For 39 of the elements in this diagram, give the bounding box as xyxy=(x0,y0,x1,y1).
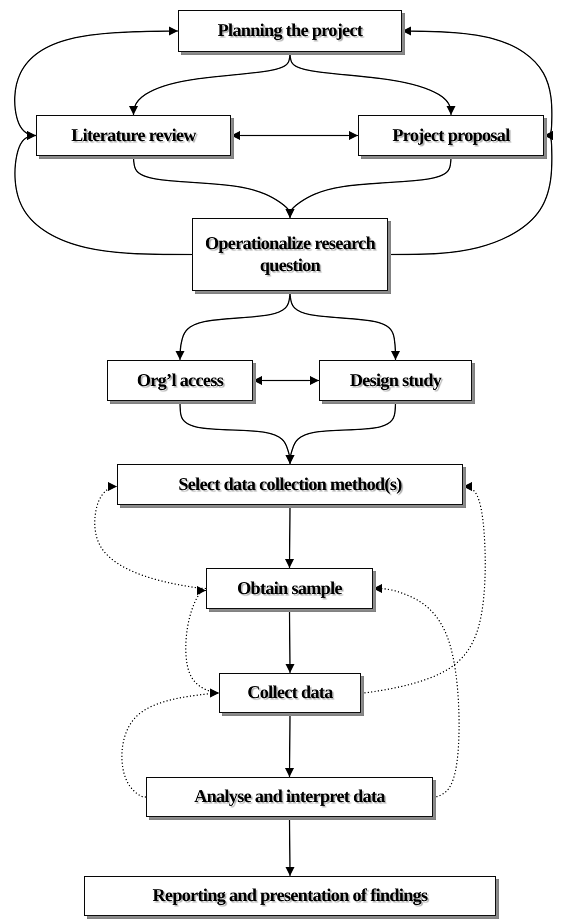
arrow xyxy=(286,156,452,218)
process-box xyxy=(319,360,472,401)
process-box xyxy=(36,115,231,156)
arrow xyxy=(231,131,358,140)
dotted-arrow xyxy=(94,482,206,590)
box-label: Reporting and presentation of findings xyxy=(152,885,428,907)
box-label: Operationalize research question xyxy=(204,232,376,276)
arrow xyxy=(285,713,294,777)
box-label: Project proposal xyxy=(392,124,510,146)
arrow xyxy=(176,291,291,360)
arrow xyxy=(388,131,553,256)
box-label: Org’l access xyxy=(136,370,224,392)
process-box xyxy=(84,876,496,916)
arrow xyxy=(285,505,294,568)
arrow xyxy=(289,52,456,115)
box-label: Select data collection method(s) xyxy=(178,474,402,496)
box-label: Obtain sample xyxy=(237,578,342,600)
arrow xyxy=(286,609,294,673)
process-box xyxy=(178,10,402,52)
box-label: Collect data xyxy=(247,682,333,704)
dotted-arrow xyxy=(373,584,460,798)
process-box xyxy=(219,673,361,713)
process-box xyxy=(206,568,373,609)
arrow xyxy=(289,291,400,360)
dotted-arrow xyxy=(121,688,219,798)
arrow xyxy=(253,376,319,385)
box-label: Design study xyxy=(350,370,442,392)
arrow xyxy=(14,131,192,256)
arrow xyxy=(286,401,396,464)
box-label: Analyse and interpret data xyxy=(194,786,385,808)
process-box xyxy=(117,464,463,505)
arrow xyxy=(286,817,294,876)
process-box xyxy=(146,777,433,817)
box-label: Literature review xyxy=(71,124,196,146)
box-label: Planning the project xyxy=(218,20,362,42)
process-box xyxy=(107,360,253,401)
arrow xyxy=(129,52,291,115)
process-box xyxy=(192,218,388,291)
process-box xyxy=(358,115,544,156)
